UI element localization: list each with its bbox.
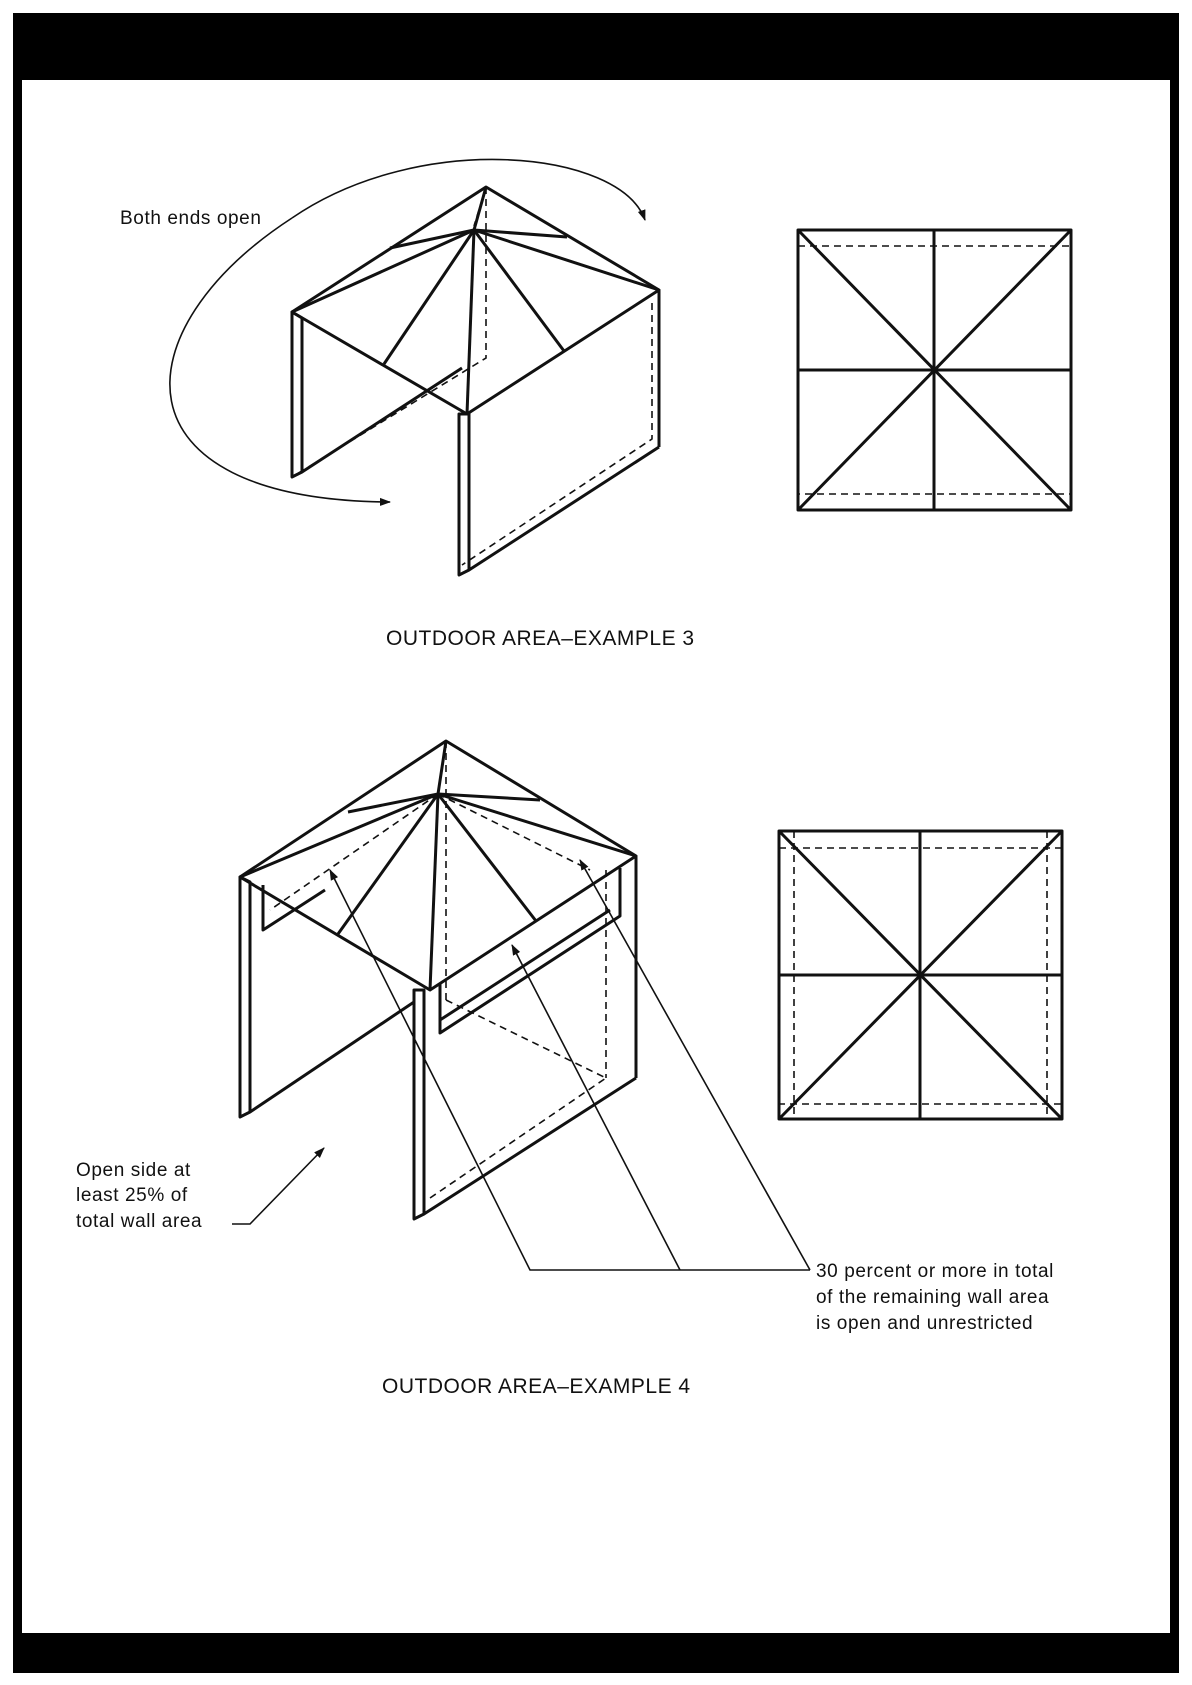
example4-caption: OUTDOOR AREA–EXAMPLE 4: [382, 1375, 691, 1398]
example3-isometric: Both ends open: [120, 159, 659, 575]
example4-callout-open-side: Open side at least 25% of total wall are…: [76, 1160, 202, 1232]
open-side-line-3: total wall area: [76, 1211, 202, 1232]
remaining-line-3: is open and unrestricted: [816, 1313, 1033, 1334]
open-side-line-1: Open side at: [76, 1160, 191, 1181]
example4-plan: [779, 831, 1062, 1119]
example3-plan: [798, 230, 1071, 510]
open-side-line-2: least 25% of: [76, 1185, 188, 1206]
remaining-line-2: of the remaining wall area: [816, 1287, 1049, 1308]
example3-callout-both-ends-open: Both ends open: [120, 208, 262, 229]
example3-caption: OUTDOOR AREA–EXAMPLE 3: [386, 627, 695, 650]
remaining-line-1: 30 percent or more in total: [816, 1261, 1054, 1282]
example4-callout-remaining-wall: 30 percent or more in total of the remai…: [816, 1261, 1060, 1334]
